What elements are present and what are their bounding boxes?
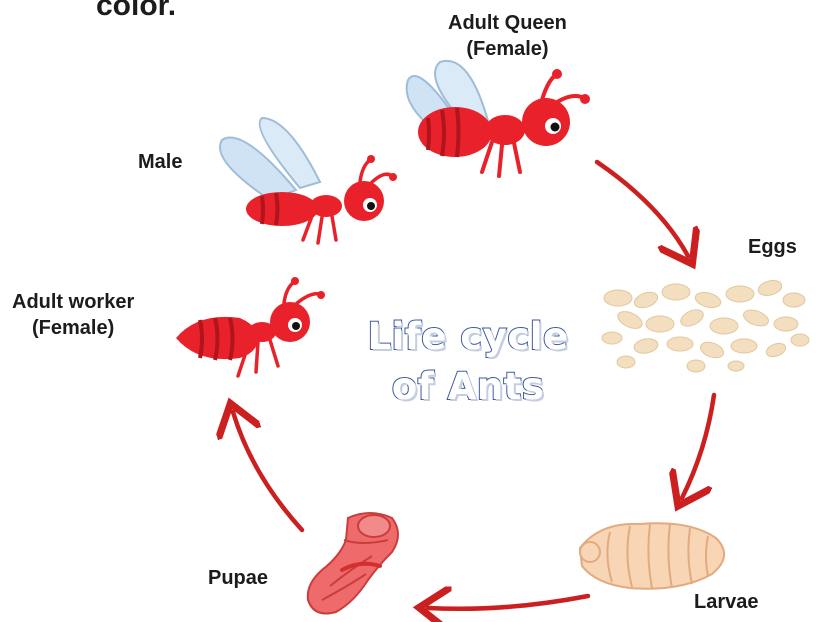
stage-label-adult-worker: Adult worker (Female) <box>12 289 134 341</box>
title-line1: Life cycle <box>356 312 580 362</box>
arrow-queen-to-eggs <box>597 162 688 256</box>
stage-label-eggs: Eggs <box>748 234 797 260</box>
worker-label-line1: Adult worker <box>12 289 134 315</box>
top-caption: color. <box>96 0 176 26</box>
stage-label-adult-queen: Adult Queen (Female) <box>448 10 567 62</box>
queen-label-line2: (Female) <box>448 36 567 62</box>
larva-icon <box>580 523 724 588</box>
worker-ant-icon <box>176 277 325 376</box>
arrow-pupae-to-worker <box>233 412 302 530</box>
arrow-larvae-to-pupae <box>428 596 588 609</box>
stage-label-larvae: Larvae <box>694 589 759 615</box>
stage-label-pupae: Pupae <box>208 565 268 591</box>
title-line2: of Ants <box>356 362 580 412</box>
stage-label-male: Male <box>138 149 182 175</box>
eggs-icon <box>602 278 809 372</box>
queen-ant-icon <box>407 61 590 176</box>
worker-label-line2: (Female) <box>12 315 134 341</box>
arrow-eggs-to-larvae <box>682 395 714 498</box>
diagram-title: Life cycle of Ants <box>356 312 580 412</box>
queen-label-line1: Adult Queen <box>448 10 567 36</box>
male-ant-icon <box>220 118 397 243</box>
pupa-icon <box>308 513 398 614</box>
